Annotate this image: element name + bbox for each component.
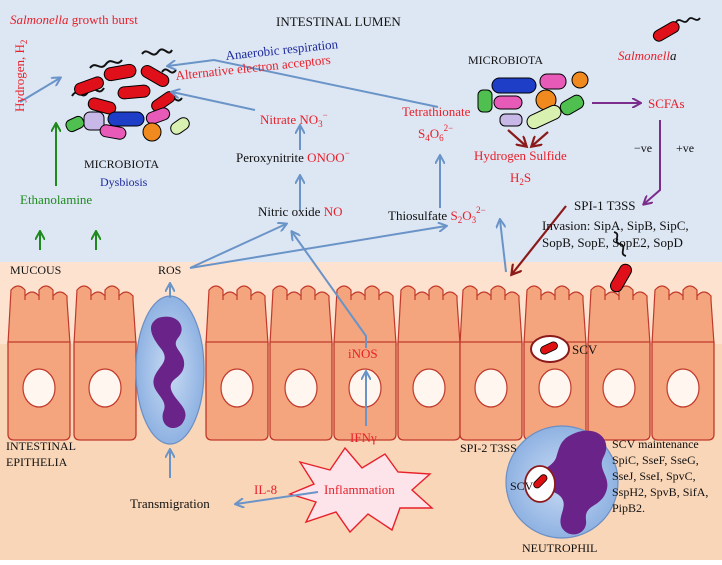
- arrow-ros-to-nitric-oxide: [189, 224, 286, 269]
- arrow-h2s-to-epithelia: [512, 205, 567, 274]
- microbiota-cluster-left: [65, 48, 190, 142]
- intestinal-label-1: INTESTINAL: [6, 439, 76, 453]
- spi2-label: SPI-2 T3SS: [460, 441, 517, 455]
- scfas-label: SCFAs: [648, 96, 685, 111]
- ros-label: ROS: [158, 263, 181, 277]
- arrow-hydrogen-to-microbiota: [19, 78, 60, 103]
- epithelial-cells: [7, 341, 715, 441]
- spi1-label: SPI-1 T3SS: [574, 198, 636, 213]
- cell-nucleus: [284, 368, 318, 408]
- peroxynitrite-label: Peroxynitrite ONOO−: [236, 148, 350, 165]
- microvillus: [523, 285, 587, 345]
- microvilli-row: [7, 285, 715, 345]
- microvillus: [73, 285, 137, 345]
- microbiota-left-label: MICROBIOTA: [84, 157, 159, 171]
- tetrathionate-label: Tetrathionate: [402, 104, 471, 119]
- salmonella-right-label: Salmonella: [618, 48, 677, 63]
- arrow-inos-to-nitric-oxide: [292, 232, 367, 348]
- green-arrows: [40, 124, 96, 250]
- microbiota-right-label: MICROBIOTA: [468, 53, 543, 67]
- hydrogen-sulfide-label: Hydrogen Sulfide: [474, 148, 567, 163]
- tetrathionate-formula: S4O62−: [418, 123, 453, 143]
- il8-label: IL-8: [254, 482, 277, 497]
- plus-ve-label: +ve: [676, 141, 694, 155]
- inflammation-label: Inflammation: [324, 482, 395, 497]
- cell-nucleus: [602, 368, 636, 408]
- microvillus: [459, 285, 523, 345]
- cell-nucleus: [220, 368, 254, 408]
- transmigration-label: Transmigration: [130, 496, 210, 511]
- dysbiosis-label: Dysbiosis: [100, 175, 148, 189]
- inos-label: iNOS: [348, 346, 378, 361]
- neutrophil-label: NEUTROPHIL: [522, 541, 597, 555]
- minus-ve-label: −ve: [634, 141, 652, 155]
- transmigrating-neutrophil: [135, 295, 205, 445]
- arrow-ros-to-thiosulfate: [189, 226, 446, 269]
- purple-arrows: [592, 103, 661, 204]
- neutrophil-cell: [505, 425, 619, 539]
- scv-epithelial: [530, 335, 570, 363]
- microbiota-cluster-right: [477, 71, 589, 130]
- hydrogen-label: Hydrogen, H2: [12, 40, 29, 112]
- cell-nucleus: [412, 368, 446, 408]
- scv-neutrophil-label: SCV: [510, 479, 534, 493]
- arrow-scfas-to-spi1: [644, 120, 661, 204]
- cell-nucleus: [474, 368, 508, 408]
- arrow-nitrate-to-microbiota: [172, 92, 256, 111]
- microvillus: [269, 285, 333, 345]
- cell-nucleus: [22, 368, 56, 408]
- microvillus: [7, 285, 71, 345]
- intestinal-label-2: EPITHELIA: [6, 455, 68, 469]
- scv-cell-label: SCV: [572, 342, 598, 357]
- salmonella-growth-burst-label: Salmonella growth burst: [10, 12, 138, 27]
- invasion-line-1: Invasion: SipA, SipB, SipC,: [542, 218, 689, 233]
- invasion-line-2: SopB, SopE, SopE2, SopD: [542, 235, 683, 250]
- scv-list-1: SpiC, SseF, SseG,: [612, 453, 699, 467]
- arrow-tetrathionate-to-microbiota: [168, 58, 439, 108]
- microvillus: [651, 285, 715, 345]
- microvillus: [587, 285, 651, 345]
- mucous-label: MUCOUS: [10, 263, 61, 277]
- ethanolamine-label: Ethanolamine: [20, 192, 92, 207]
- salmonella-top-right: [652, 17, 701, 42]
- arrow-microbiota-to-h2s-left: [507, 129, 526, 146]
- nitric-oxide-label: Nitric oxide NO: [258, 204, 343, 219]
- scv-list-3: SspH2, SpvB, SifA,: [612, 485, 708, 499]
- blue-arrows: [19, 58, 507, 504]
- thiosulfate-label: Thiosulfate S2O32−: [388, 205, 486, 225]
- inflammation-burst: [287, 446, 434, 534]
- nitrate-label: Nitrate NO3−: [260, 110, 328, 129]
- darkred-arrows: [507, 129, 567, 274]
- salmonella-invading: [610, 231, 632, 293]
- h2s-label: H2S: [510, 170, 531, 187]
- cell-nucleus: [538, 368, 572, 408]
- labels: Salmonella growth burst INTESTINAL LUMEN…: [6, 12, 708, 555]
- cell-nucleus: [666, 368, 700, 408]
- intestinal-lumen-label: INTESTINAL LUMEN: [276, 14, 401, 29]
- scv-list-4: PipB2.: [612, 501, 645, 515]
- cell-nucleus: [88, 368, 122, 408]
- ifn-label: IFNγ: [350, 430, 377, 445]
- arrow-epithelia-to-thiosulfate: [500, 220, 507, 273]
- scv-maintenance-label: SCV maintenance: [612, 437, 699, 451]
- microvillus: [397, 285, 461, 345]
- microvillus: [205, 285, 269, 345]
- microvillus: [333, 285, 397, 345]
- scv-list-2: SseJ, SseI, SpvC,: [612, 469, 696, 483]
- arrow-inflammation-to-transmigration: [236, 491, 319, 504]
- arrow-microbiota-to-h2s-right: [532, 131, 549, 146]
